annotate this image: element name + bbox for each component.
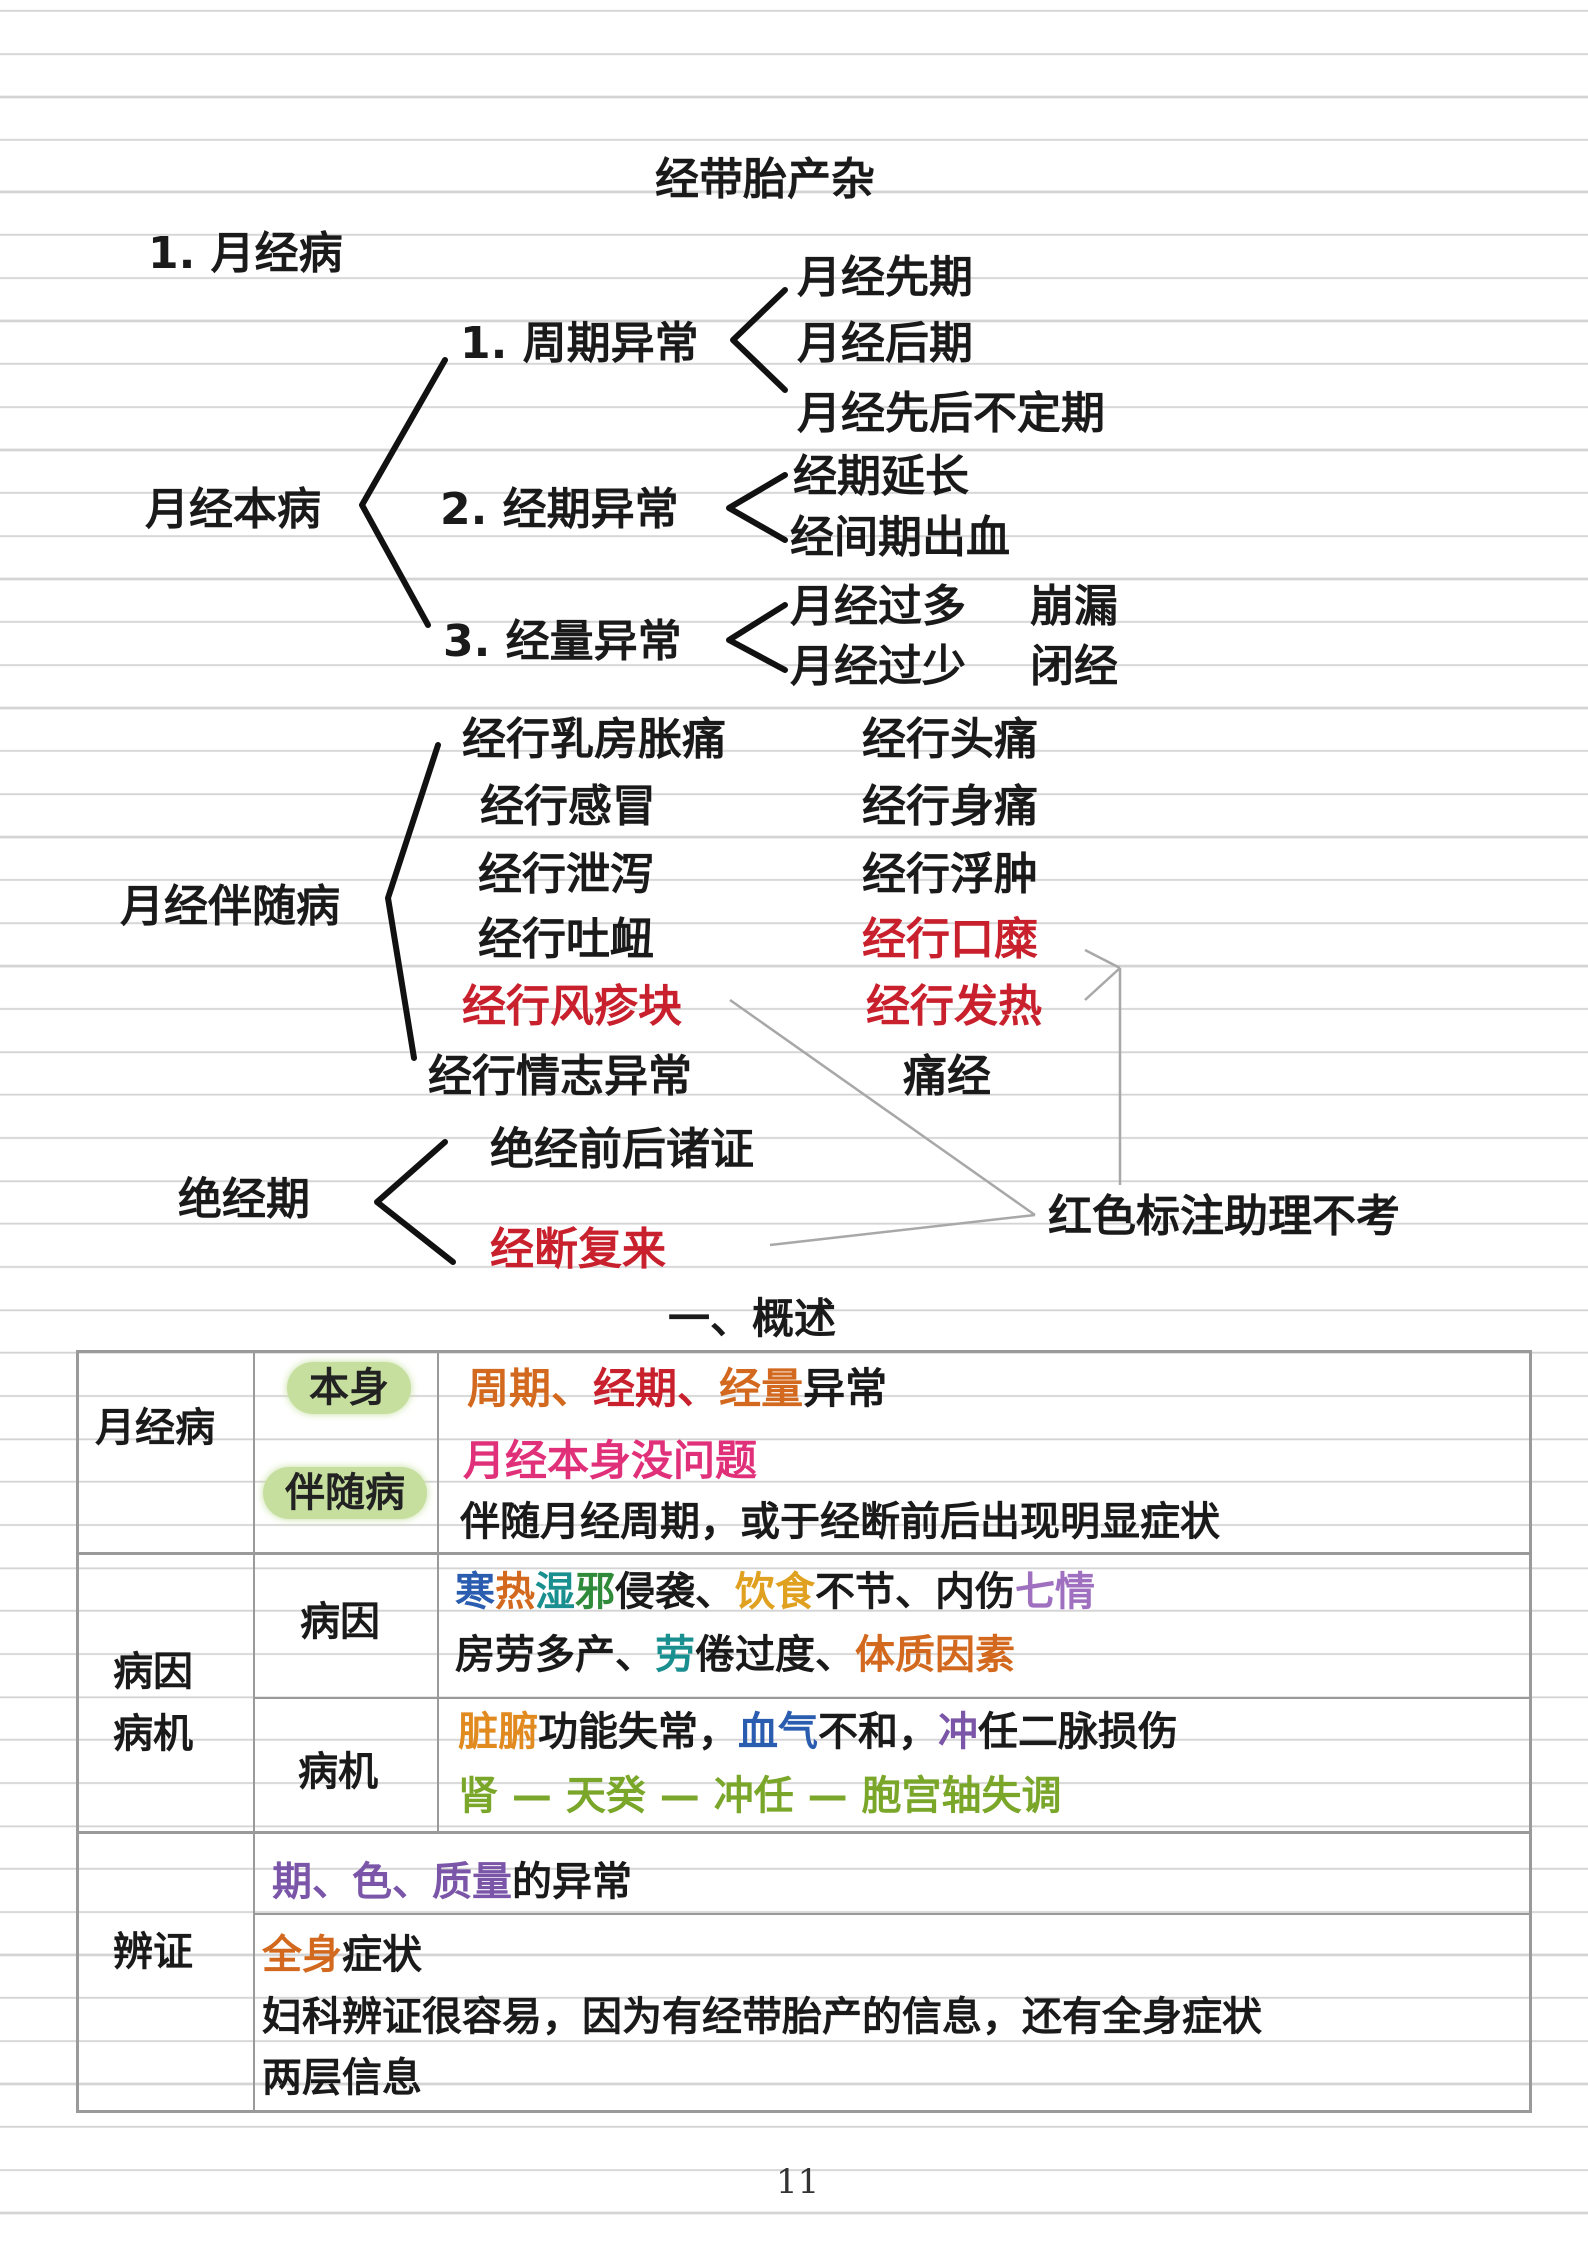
root-banbing: 月经伴随病 [120,881,340,932]
text-segment: 经期 [593,1364,678,1413]
text-segment: 功能失常， [538,1709,738,1755]
volume-item: 崩漏 [1030,581,1118,632]
branch-volume-label: 3. 经量异常 [443,616,682,667]
period-item: 经期延长 [793,451,969,502]
accompany-item-red: 经行风疹块 [462,981,682,1032]
text-segment: 全身 [262,1932,342,1978]
volume-item: 闭经 [1030,641,1118,692]
volume-item: 月经过多 [790,581,966,632]
text-segment: 脏腑 [458,1709,538,1755]
accompany-item-red: 经行口糜 [862,914,1038,965]
text-segment: 寒 [455,1569,495,1615]
text-segment: 饮食 [735,1569,815,1615]
volume-item: 月经过少 [790,641,966,692]
text-segment: 劳 [655,1632,695,1678]
mechanism-line2: 肾 — 天癸 — 冲任 — 胞宫轴失调 [458,1773,1062,1819]
accompany-item: 经行情志异常 [428,1051,692,1102]
text-segment: 症状 [342,1932,422,1978]
section-heading-menstrual-disease: 1. 月经病 [148,228,343,279]
text-segment: 、 [677,1364,720,1413]
cycle-item: 月经先期 [797,252,973,303]
text-segment: 倦过度、 [695,1632,855,1678]
text-segment: 血气 [738,1709,818,1755]
tag-banbing: 伴随病 [263,1467,427,1519]
cycle-item: 月经后期 [797,318,973,369]
text-segment: 邪 [575,1569,615,1615]
root-juejing: 绝经期 [178,1174,310,1225]
text-segment: 经量 [719,1364,804,1413]
period-item: 经间期出血 [790,512,1010,563]
text-segment: 的异常 [512,1859,632,1905]
benshen-text: 周期、经期、经量异常 [467,1368,887,1410]
text-segment: 周期 [467,1364,552,1413]
mechanism-line1: 脏腑功能失常，血气不和，冲任二脉损伤 [458,1712,1178,1752]
branch-period-label: 2. 经期异常 [440,484,679,535]
text-segment: 房劳多产、 [455,1632,655,1678]
red-annotation-note: 红色标注助理不考 [1048,1191,1400,1242]
text-segment: 不节、内伤 [815,1569,1015,1615]
text-segment: 异常 [803,1364,888,1413]
text-segment: 期、色、质量 [272,1859,512,1905]
accompany-item: 经行吐衄 [478,914,654,965]
banbing-line1: 月经本身没问题 [463,1436,758,1485]
mechanism-label: 病机 [298,1749,378,1795]
menopause-item-red: 经断复来 [490,1224,666,1275]
cause-line1: 寒热湿邪侵袭、饮食不节、内伤七情 [455,1572,1095,1612]
diff-line3: 妇科辨证很容易，因为有经带胎产的信息，还有全身症状 [262,1994,1262,2040]
accompany-item: 经行感冒 [480,781,656,832]
cause-label: 病因 [300,1599,380,1645]
row-label-mechanism: 病机 [113,1711,193,1757]
cause-line2: 房劳多产、劳倦过度、体质因素 [455,1635,1015,1675]
overview-heading: 一、概述 [668,1294,837,1343]
row-label-menstrual-disease: 月经病 [95,1405,215,1451]
diff-line2: 全身症状 [262,1935,422,1975]
accompany-item: 经行浮肿 [862,849,1038,900]
text-segment: 任二脉损伤 [978,1709,1178,1755]
menopause-item: 绝经前后诸证 [490,1124,754,1175]
accompany-item: 经行身痛 [862,781,1038,832]
diff-line4: 两层信息 [262,2055,422,2101]
banbing-line2: 伴随月经周期，或于经断前后出现明显症状 [460,1499,1220,1545]
accompany-item: 经行头痛 [862,714,1038,765]
text-segment: 热 [495,1569,535,1615]
page-number: 11 [776,2162,820,2202]
tree-branch-lines [359,287,1122,1265]
cycle-item: 月经先后不定期 [797,388,1105,439]
text-segment: 冲 [938,1709,978,1755]
accompany-item: 经行乳房胀痛 [462,714,726,765]
root-benbing: 月经本病 [145,484,321,535]
accompany-item-red: 经行发热 [866,981,1042,1032]
text-segment: 七情 [1015,1569,1095,1615]
diff-line1: 期、色、质量的异常 [272,1862,632,1902]
page-title: 经带胎产杂 [655,154,875,205]
text-segment: 湿 [535,1569,575,1615]
text-segment: 体质因素 [855,1632,1015,1678]
accompany-item: 痛经 [903,1051,991,1102]
row-label-cause: 病因 [113,1649,193,1695]
text-segment: 侵袭、 [615,1569,735,1615]
accompany-item: 经行泄泻 [478,849,654,900]
text-segment: 、 [551,1364,594,1413]
tag-benshen: 本身 [287,1362,411,1414]
text-segment: 不和， [818,1709,938,1755]
branch-cycle-label: 1. 周期异常 [460,318,699,369]
row-label-differentiation: 辨证 [113,1929,193,1975]
